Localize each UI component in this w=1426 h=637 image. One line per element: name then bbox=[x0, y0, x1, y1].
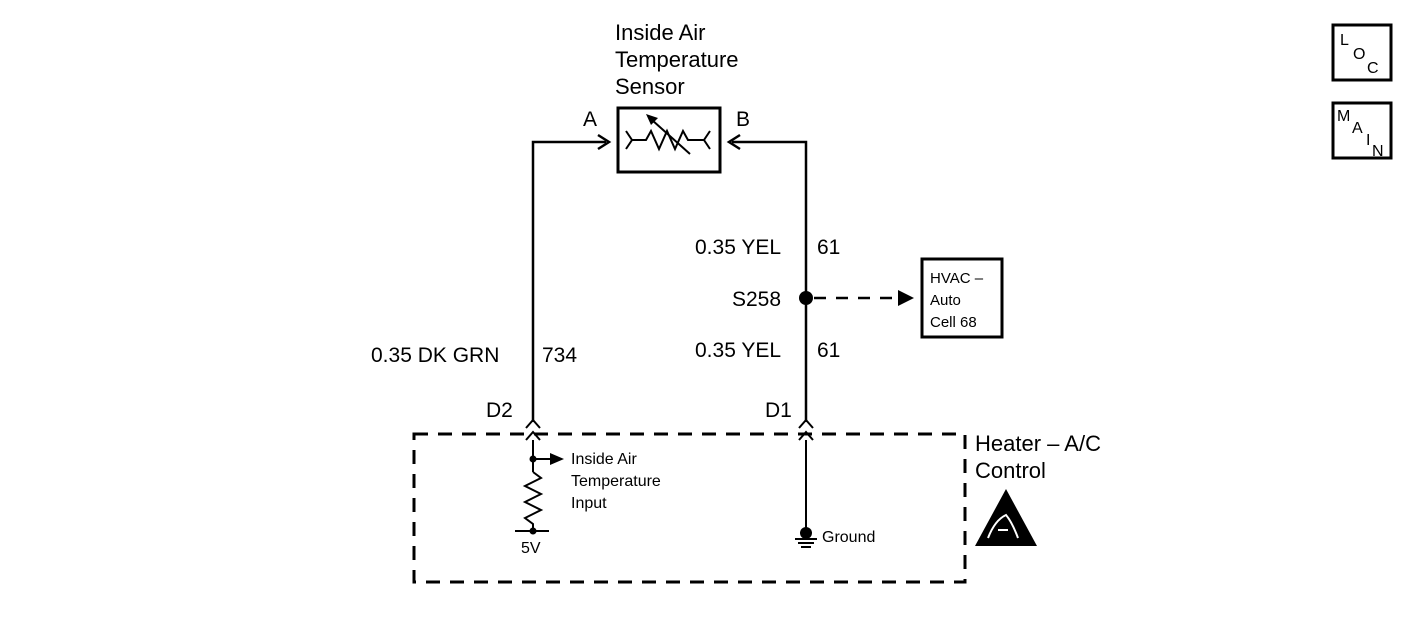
sensor-component[interactable] bbox=[616, 106, 722, 174]
wire-61-lower-size-color: 0.35 YEL bbox=[695, 339, 781, 362]
wire-734-circuit: 734 bbox=[542, 344, 577, 367]
hvac-auto-cell-68-link[interactable]: HVAC – Auto Cell 68 bbox=[920, 257, 1004, 339]
loc-letter-l: L bbox=[1340, 32, 1349, 49]
input-label-line1: Inside Air bbox=[571, 451, 637, 468]
ground-label: Ground bbox=[822, 529, 875, 546]
connector-d2-label: D2 bbox=[486, 399, 513, 422]
module-name-line2: Control bbox=[975, 458, 1046, 483]
sensor-title-line2: Temperature bbox=[615, 47, 739, 72]
main-letter-a: A bbox=[1352, 120, 1363, 137]
loc-letter-o: O bbox=[1353, 46, 1365, 63]
heater-ac-control-module-box[interactable] bbox=[412, 432, 967, 584]
hvac-ref-line2: Auto bbox=[930, 292, 961, 309]
internal-ground-circuit bbox=[795, 440, 817, 548]
wire-61-upper-circuit: 61 bbox=[817, 236, 840, 259]
connector-d1-label: D1 bbox=[765, 399, 792, 422]
main-letter-m: M bbox=[1337, 108, 1350, 125]
splice-reference-arrow bbox=[898, 290, 914, 306]
hvac-ref-line1: HVAC – bbox=[930, 270, 984, 287]
wire-734-size-color: 0.35 DK GRN bbox=[371, 344, 499, 367]
sensor-title-line3: Sensor bbox=[615, 74, 685, 99]
wire-61-upper-size-color: 0.35 YEL bbox=[695, 236, 781, 259]
main-letter-n: N bbox=[1372, 143, 1384, 160]
voltage-label: 5V bbox=[521, 540, 541, 557]
input-label-line3: Input bbox=[571, 495, 607, 512]
connector-d2-symbol bbox=[525, 418, 541, 441]
splice-s258-dot[interactable] bbox=[799, 291, 813, 305]
hvac-ref-line3: Cell 68 bbox=[930, 314, 977, 331]
connector-d1-symbol bbox=[798, 418, 814, 441]
internal-input-circuit bbox=[515, 440, 564, 535]
wire-734[interactable] bbox=[531, 133, 612, 422]
hvac-ref-box bbox=[920, 257, 1004, 339]
sensor-title-line1: Inside Air bbox=[615, 20, 706, 45]
terminal-a-label: A bbox=[583, 108, 597, 131]
terminal-b-label: B bbox=[736, 108, 750, 131]
main-button[interactable]: M A I N bbox=[1331, 101, 1393, 160]
input-label-line2: Temperature bbox=[571, 473, 661, 490]
loc-letter-c: C bbox=[1367, 60, 1379, 77]
input-arrow-icon bbox=[550, 453, 564, 465]
wire-61-lower-circuit: 61 bbox=[817, 339, 840, 362]
loc-button[interactable]: L O C bbox=[1331, 23, 1393, 82]
module-name-line1: Heater – A/C bbox=[975, 431, 1101, 456]
main-letter-i: I bbox=[1366, 132, 1370, 149]
thermistor-symbol bbox=[625, 114, 711, 155]
esd-warning-icon bbox=[975, 489, 1037, 546]
splice-s258-label: S258 bbox=[732, 288, 781, 311]
wire-61[interactable] bbox=[726, 133, 808, 422]
